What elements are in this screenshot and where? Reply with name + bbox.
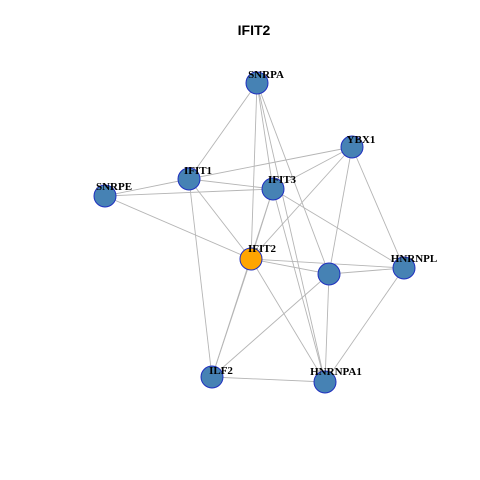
edge-ifit3-hnrnpl	[272, 188, 405, 269]
edge-ybx1-ifit2	[250, 146, 353, 260]
edge-ifit2-unlabeled	[250, 258, 330, 275]
edges-layer	[104, 82, 405, 383]
edge-snrpa-ifit3	[256, 82, 274, 190]
edge-snrpe-ifit2	[104, 195, 252, 260]
node-ybx1[interactable]	[340, 135, 364, 159]
edge-ifit3-snrpe	[104, 188, 274, 197]
edge-ifit1-ilf2	[188, 178, 213, 378]
node-label-ifit1: IFIT1	[184, 165, 212, 177]
edge-ybx1-hnrnpl	[351, 146, 405, 269]
edge-snrpa-hnrnpa1	[256, 82, 326, 383]
node-hnrnpa1[interactable]	[313, 370, 337, 394]
edge-ifit3-hnrnpa1	[272, 188, 326, 383]
node-label-ifit3: IFIT3	[268, 174, 297, 186]
node-unlabeled[interactable]	[317, 262, 341, 286]
node-label-hnrnpa1: HNRNPA1	[310, 366, 362, 378]
edge-snrpa-ifit2	[250, 82, 258, 260]
node-ilf2[interactable]	[200, 365, 224, 389]
edge-unlabeled-ilf2	[211, 273, 330, 378]
edge-ifit2-hnrnpa1	[250, 258, 326, 383]
node-ifit1[interactable]	[177, 167, 201, 191]
edge-ilf2-hnrnpa1	[211, 376, 326, 383]
node-ifit3[interactable]	[261, 177, 285, 201]
node-ifit2[interactable]	[239, 247, 263, 271]
edge-ybx1-ifit1	[188, 146, 353, 180]
node-snrpa[interactable]	[245, 71, 269, 95]
edge-ybx1-unlabeled	[328, 146, 353, 275]
node-label-ilf2: ILF2	[209, 365, 233, 377]
graph-title: IFIT2	[238, 22, 271, 38]
edge-ybx1-ifit3	[272, 146, 353, 190]
node-hnrnpl[interactable]	[392, 256, 416, 280]
edge-ifit1-ifit3	[188, 178, 274, 190]
edge-ifit1-snrpe	[104, 178, 190, 197]
node-label-snrpe: SNRPE	[96, 181, 132, 193]
node-label-ybx1: YBX1	[347, 134, 376, 146]
node-label-ifit2: IFIT2	[248, 243, 277, 255]
edge-ifit2-ilf2	[211, 258, 252, 378]
node-label-snrpa: SNRPA	[248, 69, 284, 81]
edge-unlabeled-hnrnpl	[328, 267, 405, 275]
node-snrpe[interactable]	[93, 184, 117, 208]
edge-unlabeled-hnrnpa1	[324, 273, 330, 383]
node-label-hnrnpl: HNRNPL	[391, 253, 437, 265]
edge-snrpa-ifit1	[188, 82, 258, 180]
nodes-layer	[93, 71, 416, 394]
edge-hnrnpl-hnrnpa1	[324, 267, 405, 383]
